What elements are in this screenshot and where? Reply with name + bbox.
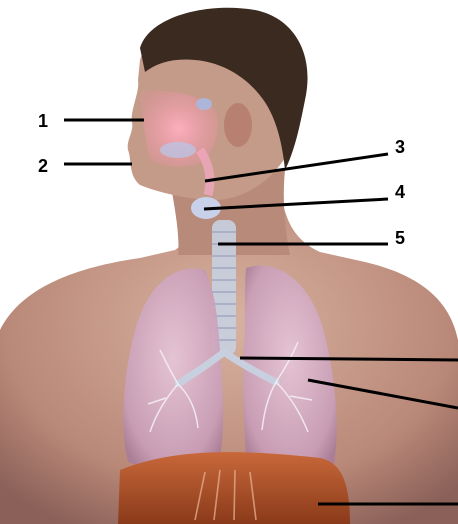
callout-number-5: 5 (395, 229, 405, 247)
ear (224, 103, 252, 147)
callout-number-1: 1 (38, 112, 48, 130)
oral-cavity (160, 142, 196, 158)
bronchus-pointer (240, 358, 458, 360)
sinus (196, 98, 212, 110)
callout-number-4: 4 (395, 183, 405, 201)
callout-number-2: 2 (38, 157, 48, 175)
callout-number-3: 3 (395, 138, 405, 156)
